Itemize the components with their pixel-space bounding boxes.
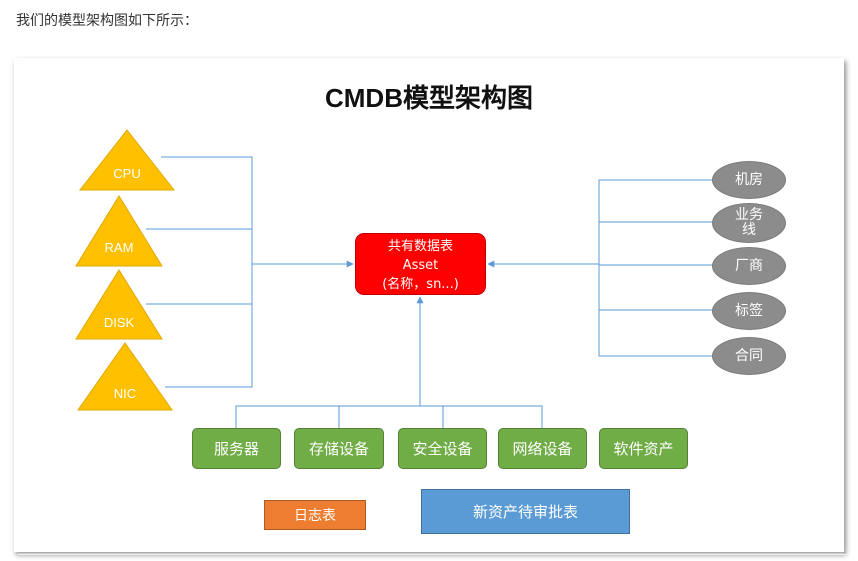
- ellipse-label: 合同: [735, 347, 763, 364]
- ellipse-label: 标签: [735, 302, 763, 319]
- triangle-nic: [77, 342, 173, 411]
- log-table-node: 日志表: [264, 500, 366, 530]
- box-network-device: 网络设备: [498, 428, 587, 469]
- triangle-ram: [75, 195, 163, 267]
- intro-text: 我们的模型架构图如下所示：: [16, 13, 198, 29]
- asset-node-line3: (名称，sn...): [382, 277, 459, 292]
- ellipse-label: 业务线: [735, 207, 763, 238]
- box-software-asset: 软件资产: [599, 428, 688, 469]
- bottom-connectors: [235, 296, 543, 428]
- box-storage-device: 存储设备: [294, 428, 384, 469]
- ellipse-label: 机房: [735, 171, 763, 188]
- approval-table-node: 新资产待审批表: [421, 489, 630, 534]
- box-security-device: 安全设备: [398, 428, 487, 469]
- right-connectors: [487, 179, 712, 357]
- ellipse-idc: 机房: [712, 161, 786, 199]
- ellipse-business-line: 业务线: [712, 203, 786, 243]
- diagram-title: CMDB模型架构图: [325, 83, 533, 113]
- ellipse-contract: 合同: [712, 337, 786, 375]
- diagram-card: [14, 58, 844, 552]
- asset-node-line1: 共有数据表: [387, 239, 453, 254]
- triangle-label-disk: DISK: [103, 315, 135, 330]
- triangle-label-ram: RAM: [104, 240, 134, 255]
- asset-table-node: 共有数据表 Asset (名称，sn...): [355, 233, 486, 295]
- ellipse-manufacturer: 厂商: [712, 247, 786, 285]
- triangle-label-nic: NIC: [113, 386, 137, 401]
- left-connectors: [146, 156, 354, 388]
- asset-node-line2: Asset: [402, 258, 439, 273]
- triangle-cpu: [78, 129, 176, 191]
- box-server: 服务器: [192, 428, 281, 469]
- triangle-label-cpu: CPU: [113, 166, 141, 181]
- ellipse-label: 厂商: [735, 257, 763, 274]
- ellipse-tag: 标签: [712, 292, 786, 330]
- card-shadow: [18, 552, 846, 555]
- triangle-disk: [75, 269, 163, 340]
